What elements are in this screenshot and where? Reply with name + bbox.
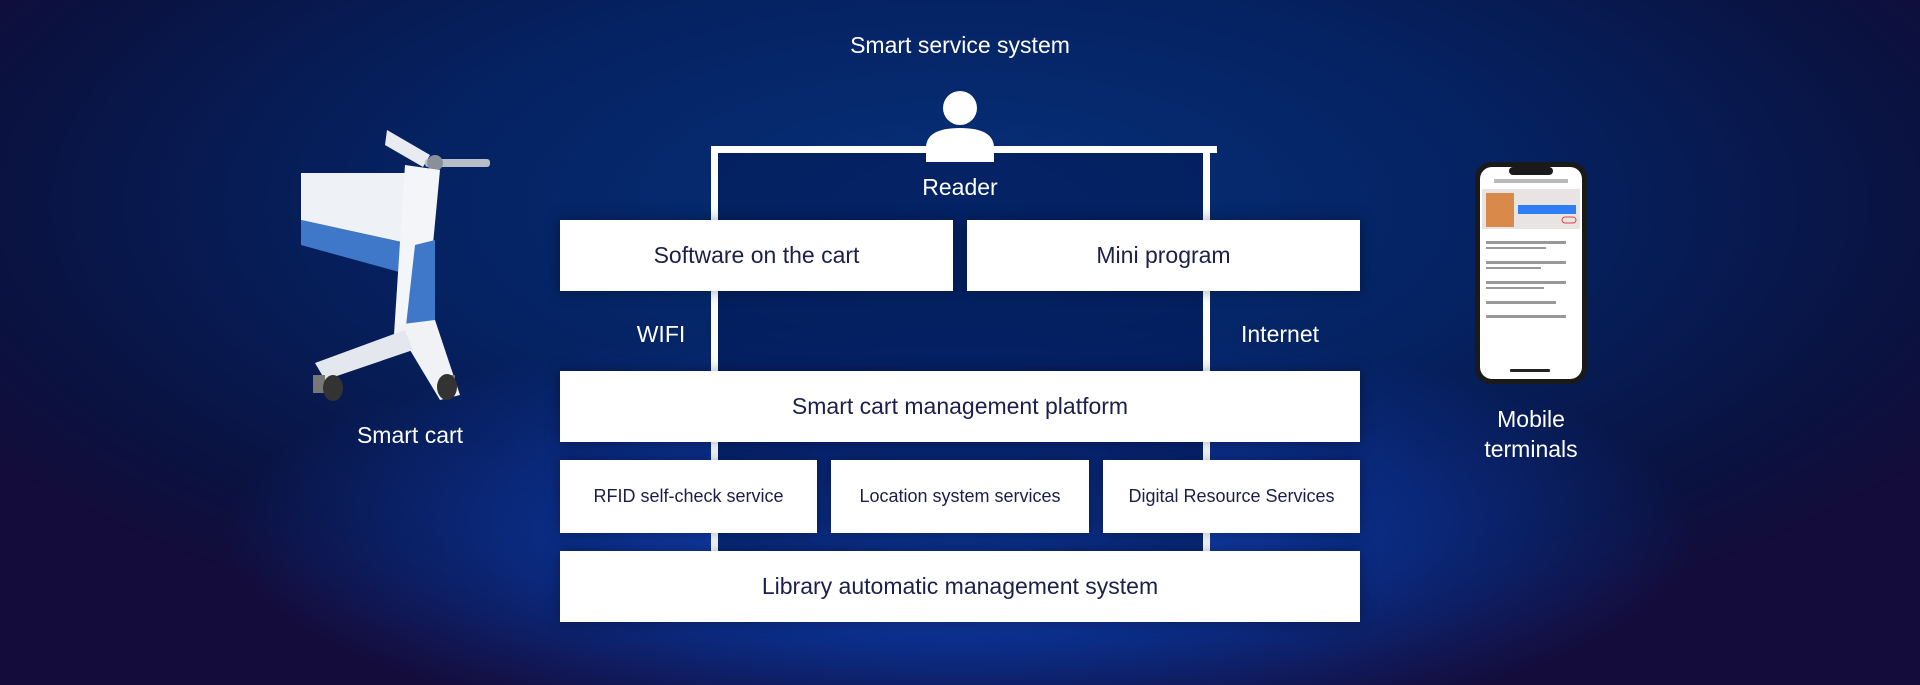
- mobile-phone-image: [1475, 162, 1587, 384]
- mini-program-label: Mini program: [1096, 242, 1231, 268]
- reader-label: Reader: [922, 174, 998, 200]
- library-system-box: Library automatic management system: [560, 551, 1360, 622]
- digital-resource-box: Digital Resource Services: [1103, 460, 1360, 533]
- platform-label: Smart cart management platform: [791, 393, 1129, 419]
- mini-program-box: Mini program: [967, 220, 1360, 291]
- location-service-label: Location system services: [859, 486, 1061, 506]
- internet-label: Internet: [1241, 321, 1319, 347]
- location-service-box: Location system services: [831, 460, 1089, 533]
- mobile-terminals-label-line2: terminals: [1484, 436, 1578, 462]
- smart-cart-image: [301, 130, 490, 401]
- digital-resource-label: Digital Resource Services: [1128, 486, 1335, 506]
- rfid-service-label: RFID self-check service: [593, 486, 784, 506]
- person-icon: [926, 91, 994, 162]
- software-on-cart-label: Software on the cart: [653, 242, 860, 268]
- frame-left-line: [711, 146, 718, 551]
- smart-cart-label: Smart cart: [356, 422, 464, 448]
- mobile-terminals-label-line1: Mobile: [1497, 406, 1565, 432]
- rfid-service-box: RFID self-check service: [560, 460, 817, 533]
- platform-box: Smart cart management platform: [560, 371, 1360, 442]
- frame-right-line: [1203, 146, 1210, 551]
- library-system-label: Library automatic management system: [761, 573, 1159, 599]
- software-on-cart-box: Software on the cart: [560, 220, 953, 291]
- wifi-label: WIFI: [636, 321, 686, 347]
- diagram-title: Smart service system: [850, 32, 1070, 58]
